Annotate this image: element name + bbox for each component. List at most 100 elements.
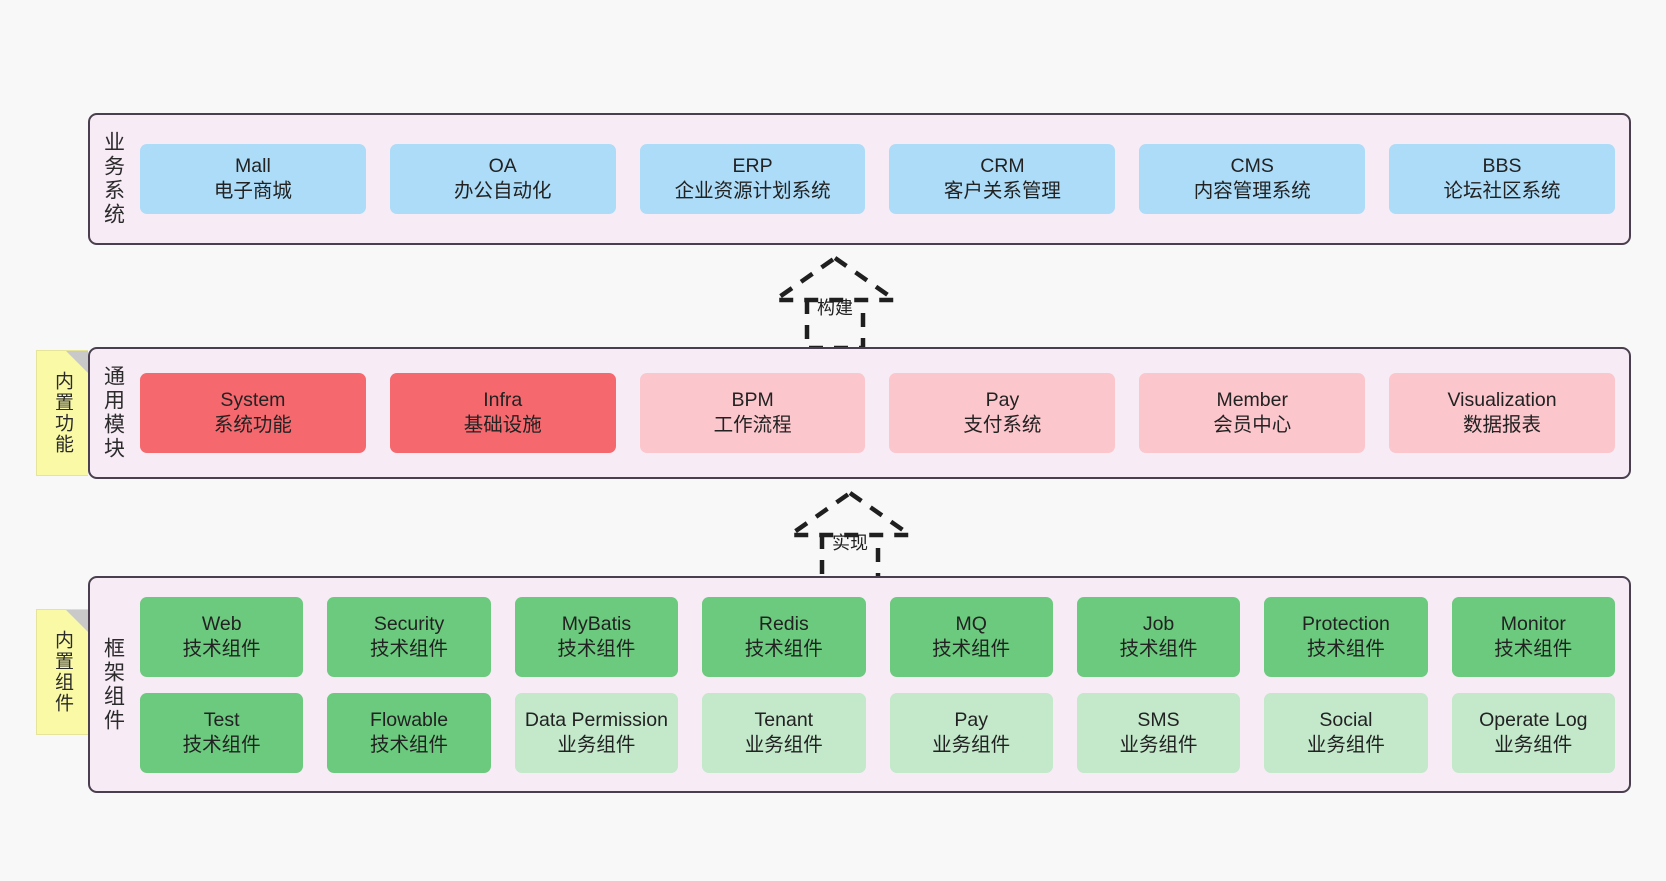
card-title-cn: 系统功能 — [213, 414, 292, 436]
generalization-arrow-icon — [782, 490, 918, 586]
generalization-arrow-icon — [767, 255, 903, 351]
card-redis[interactable]: Redis 技术组件 — [702, 596, 866, 677]
card-title-cn: 数据报表 — [1463, 414, 1542, 436]
card-title-en: MQ — [955, 612, 987, 635]
card-monitor[interactable]: Monitor 技术组件 — [1451, 596, 1615, 677]
card-bbs[interactable]: BBS 论坛社区系统 — [1389, 144, 1615, 214]
card-title-cn: 业务组件 — [557, 733, 636, 756]
card-title-cn: 客户关系管理 — [943, 180, 1061, 202]
card-visualization[interactable]: Visualization 数据报表 — [1389, 373, 1615, 453]
card-sms[interactable]: SMS 业务组件 — [1076, 692, 1241, 773]
page-fold-corner-icon — [66, 610, 88, 632]
card-title-cn: 技术组件 — [1306, 637, 1385, 660]
card-title-en: BPM — [731, 389, 774, 412]
card-data-permission[interactable]: Data Permission 业务组件 — [514, 692, 679, 773]
card-mybatis[interactable]: MyBatis 技术组件 — [514, 596, 679, 677]
card-title-cn: 业务组件 — [1494, 733, 1573, 756]
layer-title-framework-components: 框架组件 — [101, 636, 125, 733]
card-title-en: Security — [373, 612, 445, 635]
card-erp[interactable]: ERP 企业资源计划系统 — [639, 144, 866, 214]
card-infra[interactable]: Infra 基础设施 — [389, 373, 616, 453]
card-title-en: Member — [1216, 389, 1288, 412]
card-title-cn: 技术组件 — [1494, 637, 1573, 660]
card-social[interactable]: Social 业务组件 — [1264, 692, 1428, 773]
card-job[interactable]: Job 技术组件 — [1076, 596, 1241, 677]
card-title-en: Infra — [483, 389, 523, 412]
layer-body-business-systems: Mall 电子商城 OA 办公自动化 ERP 企业资源计划系统 CRM 客户关系… — [136, 115, 1629, 243]
card-title-en: OA — [488, 155, 517, 178]
card-title-en: Flowable — [370, 708, 449, 731]
card-title-en: Web — [201, 612, 242, 635]
card-row: Test 技术组件 Flowable 技术组件 Data Permission … — [140, 692, 1615, 773]
card-title-en: SMS — [1137, 708, 1180, 731]
card-title-en: Job — [1142, 612, 1175, 635]
card-title-en: Mall — [235, 155, 271, 178]
connector-build: 构建 — [745, 252, 925, 352]
layer-common-modules: 通用模块 System 系统功能 Infra 基础设施 BPM 工作流程 Pay… — [88, 347, 1631, 479]
card-title-cn: 技术组件 — [370, 733, 449, 756]
card-title-en: ERP — [732, 155, 773, 178]
layer-business-systems: 业务系统 Mall 电子商城 OA 办公自动化 ERP 企业资源计划系统 CRM… — [88, 113, 1631, 245]
card-crm[interactable]: CRM 客户关系管理 — [889, 144, 1116, 214]
sticky-note-label: 内置组件 — [52, 630, 73, 714]
card-title-cn: 技术组件 — [1119, 637, 1198, 660]
card-title-en: Operate Log — [1479, 708, 1588, 731]
card-title-cn: 内容管理系统 — [1193, 180, 1311, 202]
layer-body-common-modules: System 系统功能 Infra 基础设施 BPM 工作流程 Pay 支付系统… — [136, 349, 1629, 477]
card-title-cn: 业务组件 — [1306, 733, 1385, 756]
card-title-en: Protection — [1302, 612, 1390, 635]
card-title-en: Pay — [985, 389, 1020, 412]
card-title-cn: 基础设施 — [463, 414, 542, 436]
card-title-cn: 电子商城 — [213, 180, 292, 202]
card-title-en: Test — [203, 708, 240, 731]
card-system[interactable]: System 系统功能 — [140, 373, 366, 453]
card-title-cn: 论坛社区系统 — [1443, 180, 1561, 202]
card-title-cn: 技术组件 — [932, 637, 1011, 660]
card-pay[interactable]: Pay 支付系统 — [889, 373, 1116, 453]
card-bpm[interactable]: BPM 工作流程 — [639, 373, 866, 453]
card-mall[interactable]: Mall 电子商城 — [140, 144, 366, 214]
card-web[interactable]: Web 技术组件 — [140, 596, 304, 677]
card-title-cn: 业务组件 — [1119, 733, 1198, 756]
card-title-cn: 技术组件 — [182, 637, 261, 660]
layer-title-common-modules: 通用模块 — [101, 365, 125, 461]
card-title-cn: 会员中心 — [1213, 414, 1292, 436]
card-row: Web 技术组件 Security 技术组件 MyBatis 技术组件 Redi… — [140, 596, 1615, 677]
card-test[interactable]: Test 技术组件 — [140, 692, 304, 773]
connector-realize: 实现 — [760, 487, 940, 587]
card-title-en: CRM — [980, 155, 1025, 178]
card-title-cn: 办公自动化 — [453, 180, 552, 202]
card-title-cn: 技术组件 — [182, 733, 261, 756]
card-flowable[interactable]: Flowable 技术组件 — [327, 692, 491, 773]
card-title-cn: 技术组件 — [744, 637, 823, 660]
card-title-cn: 业务组件 — [744, 733, 823, 756]
card-row: Mall 电子商城 OA 办公自动化 ERP 企业资源计划系统 CRM 客户关系… — [140, 144, 1615, 214]
card-title-en: BBS — [1482, 155, 1522, 178]
card-protection[interactable]: Protection 技术组件 — [1264, 596, 1428, 677]
card-title-en: Monitor — [1500, 612, 1566, 635]
card-title-en: Tenant — [754, 708, 814, 731]
card-operate-log[interactable]: Operate Log 业务组件 — [1451, 692, 1615, 773]
card-title-en: Data Permission — [524, 708, 668, 731]
card-title-cn: 技术组件 — [370, 637, 449, 660]
card-oa[interactable]: OA 办公自动化 — [389, 144, 616, 214]
card-title-cn: 工作流程 — [713, 414, 792, 436]
card-member[interactable]: Member 会员中心 — [1139, 373, 1366, 453]
card-mq[interactable]: MQ 技术组件 — [889, 596, 1053, 677]
card-title-en: System — [220, 389, 286, 412]
card-title-en: MyBatis — [561, 612, 632, 635]
card-pay-business[interactable]: Pay 业务组件 — [889, 692, 1053, 773]
card-cms[interactable]: CMS 内容管理系统 — [1139, 144, 1366, 214]
page-fold-corner-icon — [66, 351, 88, 373]
card-title-cn: 业务组件 — [932, 733, 1011, 756]
card-title-cn: 技术组件 — [557, 637, 636, 660]
sticky-note-builtin-components: 内置组件 — [36, 609, 88, 735]
card-title-cn: 支付系统 — [963, 414, 1042, 436]
card-security[interactable]: Security 技术组件 — [327, 596, 491, 677]
layer-title-business-systems: 业务系统 — [101, 131, 125, 227]
card-title-cn: 企业资源计划系统 — [674, 180, 831, 202]
card-tenant[interactable]: Tenant 业务组件 — [702, 692, 866, 773]
card-title-en: Visualization — [1447, 389, 1557, 412]
layer-framework-components: 框架组件 Web 技术组件 Security 技术组件 MyBatis 技术组件… — [88, 576, 1631, 793]
